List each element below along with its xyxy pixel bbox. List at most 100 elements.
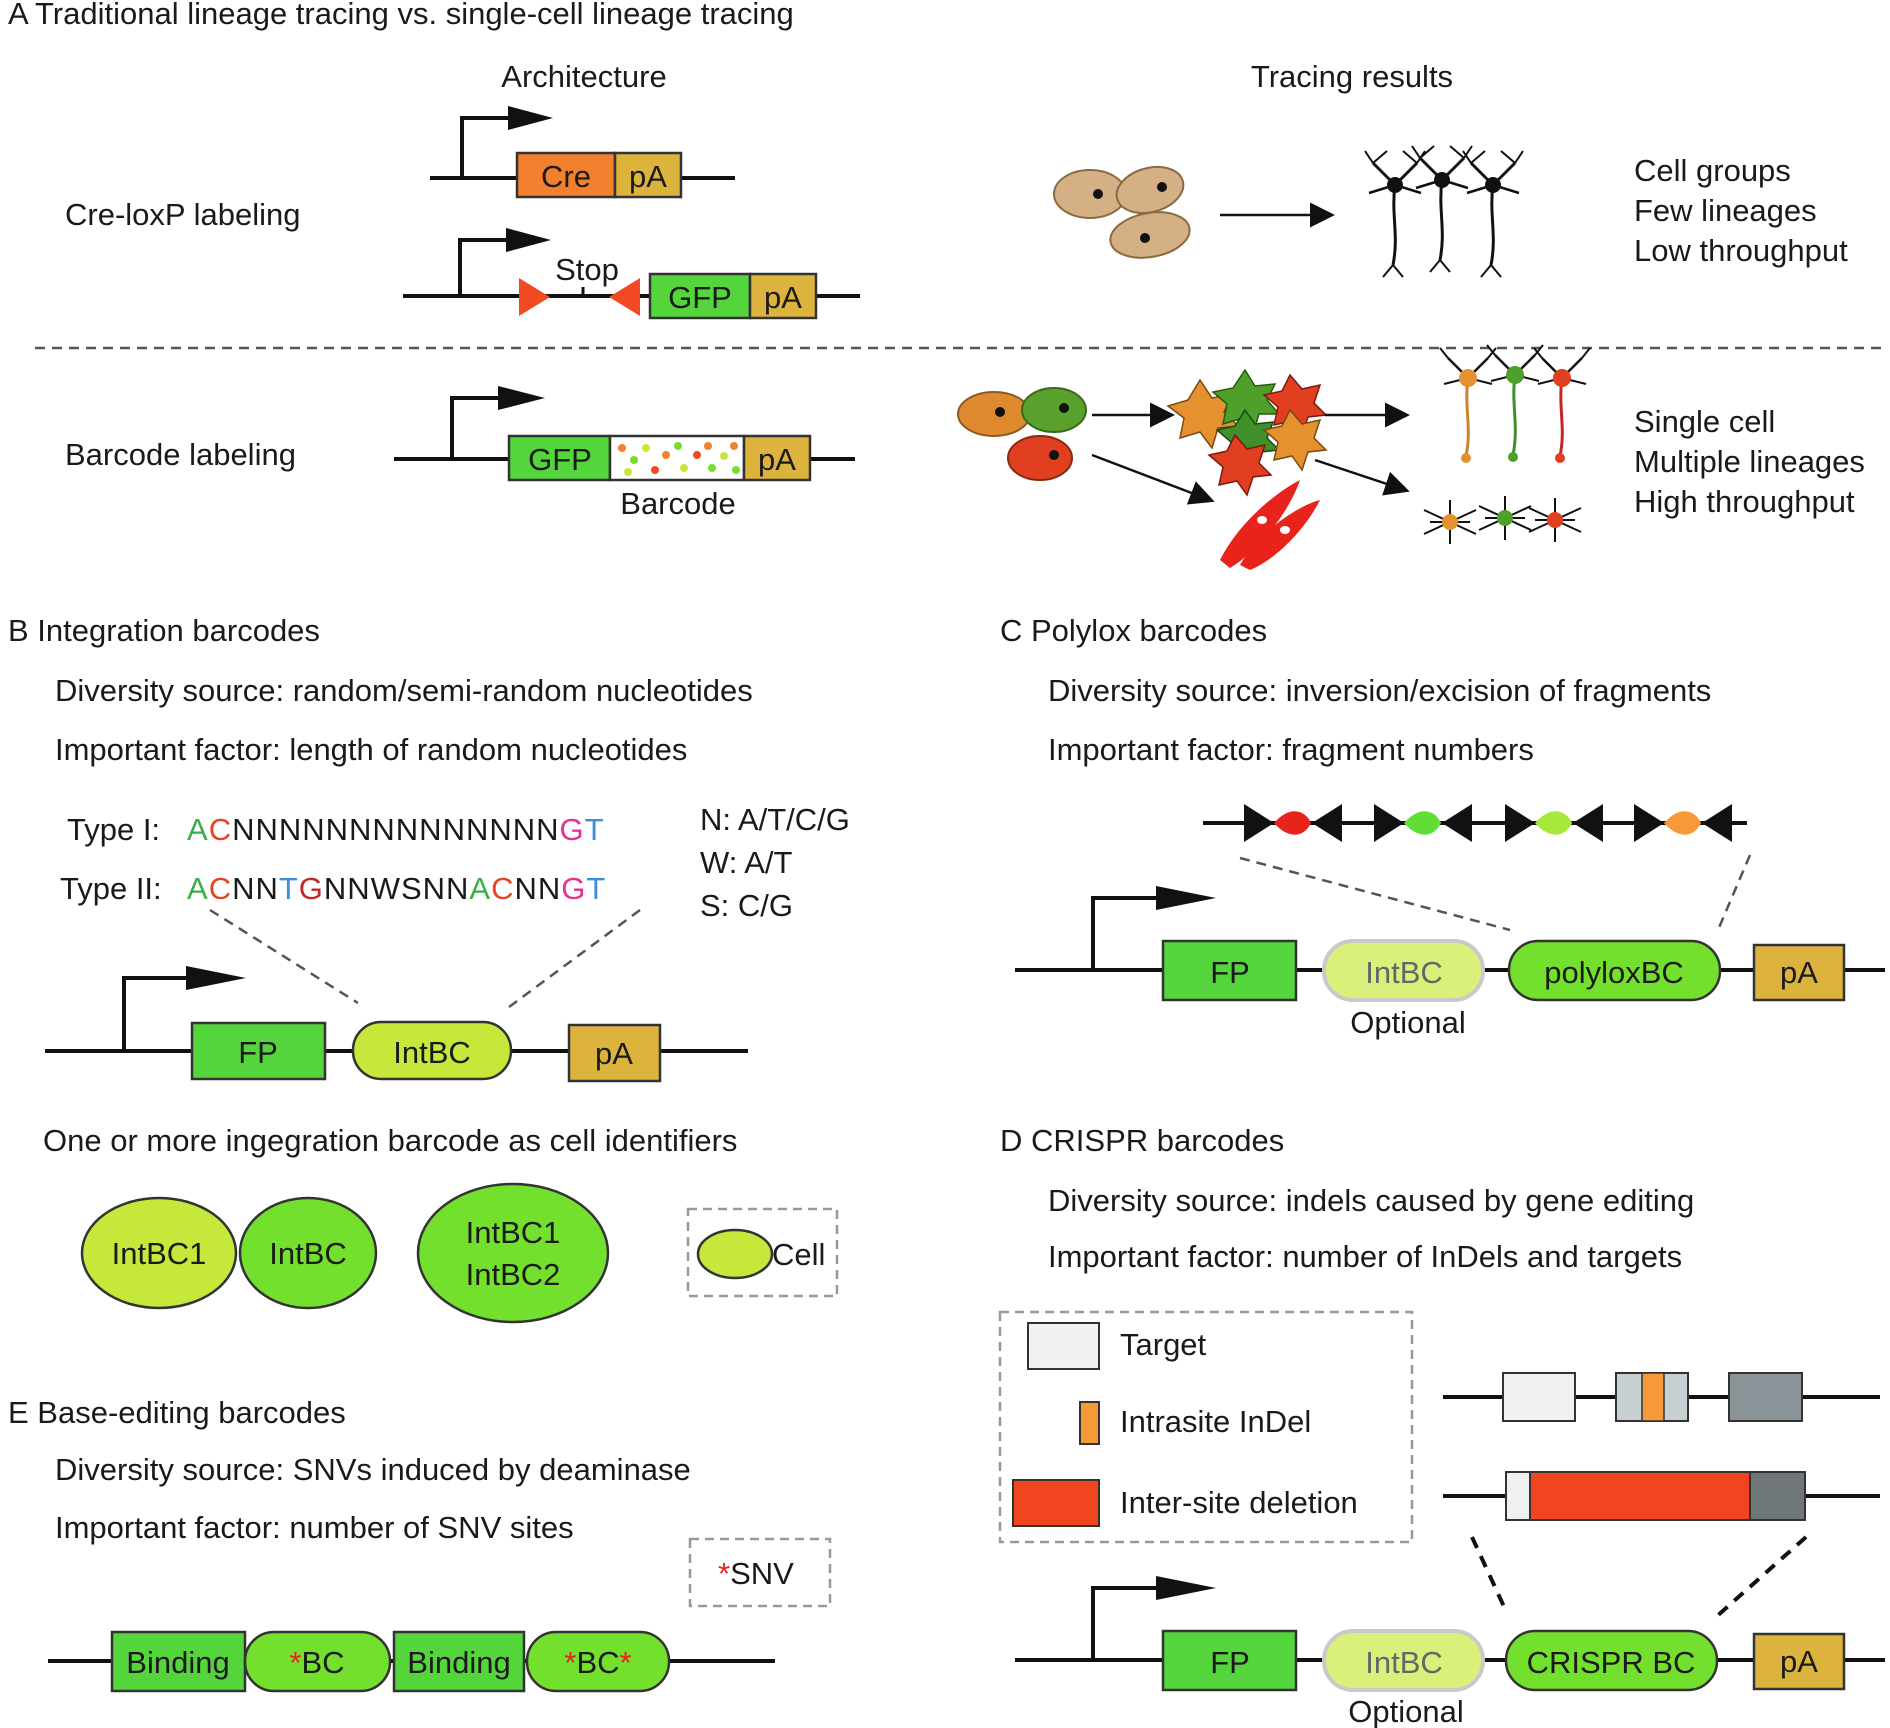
legend-w: W: A/T	[700, 845, 793, 880]
neurons-colored	[1439, 344, 1591, 463]
gfp-box-label: GFP	[668, 280, 732, 315]
fragment-icon	[1404, 811, 1441, 835]
promoter-arrow-icon	[460, 116, 512, 178]
panel-e-title: E Base-editing barcodes	[8, 1395, 346, 1430]
astrocyte-icon	[1478, 496, 1532, 540]
zoom-line	[1470, 1536, 1508, 1612]
cell-legend-label: Cell	[772, 1237, 825, 1272]
fp-box-label: FP	[1210, 955, 1250, 990]
target-site	[1505, 1471, 1531, 1521]
promoter-arrow-icon	[458, 238, 510, 296]
cell-icon	[1262, 408, 1328, 472]
cell-icon	[1240, 500, 1320, 570]
fragment-icon	[1535, 811, 1572, 835]
cell-icon	[696, 1228, 774, 1280]
crispr-bc-box	[1504, 1629, 1719, 1692]
intbc-optional-label: IntBC	[1365, 955, 1443, 990]
neuron-icon	[1533, 347, 1591, 463]
polylox-box-label: polyloxBC	[1544, 955, 1684, 990]
target-site	[1502, 1372, 1576, 1422]
crispr-bc-box-label: CRISPR BC	[1527, 1645, 1696, 1680]
panel-b-diversity: Diversity source: random/semi-random nuc…	[55, 673, 753, 708]
intbc-box	[351, 1020, 513, 1081]
cell-icon	[416, 1182, 610, 1324]
type1-sequence: ACNNNNNNNNNNNNNNGT	[187, 812, 605, 847]
loxp-site-icon	[1702, 804, 1732, 842]
type2-sequence: ACNNTGNNWSNNACNNGT	[187, 871, 606, 906]
identifiers-caption: One or more ingegration barcode as cell …	[43, 1123, 737, 1158]
binding-box-label: Binding	[407, 1645, 510, 1680]
cre-loxp-label: Cre-loxP labeling	[65, 197, 301, 232]
base-editing-construct: Binding *BC Binding *BC*	[48, 1630, 775, 1693]
cell-icon	[1021, 387, 1087, 433]
legend-target-label: Target	[1120, 1327, 1207, 1362]
pa-box-label: pA	[1780, 955, 1818, 990]
nucleotide-run: T	[279, 871, 299, 906]
loxp-site-icon	[1573, 804, 1603, 842]
crispr-target-array-1	[1443, 1372, 1880, 1422]
promoter-arrow-icon	[122, 976, 190, 1051]
result-multiple-lineages: Multiple lineages	[1634, 444, 1865, 479]
nucleotide-run: A	[187, 871, 209, 906]
panel-d-diversity: Diversity source: indels caused by gene …	[1048, 1183, 1694, 1218]
pa-box	[613, 151, 683, 199]
neurons-black	[1363, 144, 1525, 279]
astrocyte-icon	[1528, 498, 1582, 542]
nucleotide-run: NNNNNNNNNNNNNN	[232, 812, 559, 847]
fragment-icon	[1664, 811, 1701, 835]
loxp-site-icon	[1312, 804, 1342, 842]
cell-icon	[238, 1196, 378, 1310]
optional-label: Optional	[1348, 1694, 1463, 1728]
promoter-arrow-icon	[1091, 896, 1160, 970]
legend-s: S: C/G	[700, 888, 793, 923]
panel-a-title: A Traditional lineage tracing vs. single…	[8, 0, 794, 31]
star-cells	[1166, 368, 1328, 497]
cell-icon	[1207, 433, 1273, 497]
intbc-optional-box	[1322, 939, 1485, 1002]
fragment-icon	[1274, 811, 1311, 835]
intbc-box-label: IntBC	[393, 1035, 471, 1070]
cell-intbc1-label: IntBC1	[112, 1236, 207, 1271]
snv-star: *	[718, 1556, 730, 1591]
panel-c-factor: Important factor: fragment numbers	[1048, 732, 1534, 767]
loxp-site-icon	[1374, 804, 1404, 842]
pa-box	[567, 1023, 662, 1083]
panel-c-title: C Polylox barcodes	[1000, 613, 1267, 648]
loxp-gfp-construct: Stop GFP pA	[403, 228, 860, 320]
barcode-labeling-label: Barcode labeling	[65, 437, 296, 472]
loxp-site-icon	[1505, 804, 1535, 842]
nucleotide-run: G	[560, 812, 585, 847]
cell-examples: IntBC1 IntBC IntBC1 IntBC2	[80, 1182, 610, 1324]
cell-icon	[1220, 480, 1300, 568]
bc-box-label: *BC	[289, 1645, 344, 1680]
cell-icon	[1109, 211, 1191, 259]
intbc-optional-box	[1322, 1629, 1485, 1692]
result-single-cell: Single cell	[1634, 404, 1775, 439]
target-site	[1749, 1471, 1806, 1521]
cell-intbc2-line: IntBC2	[466, 1257, 561, 1292]
intrasite-indel	[1641, 1372, 1665, 1422]
barcode-caption: Barcode	[620, 486, 735, 521]
promoter-arrow-icon	[1091, 1586, 1160, 1660]
polylox-construct: FP IntBC polyloxBC pA Optional	[1015, 886, 1885, 1040]
loxp-site-icon	[609, 278, 640, 316]
gfp-box	[507, 434, 612, 482]
result-few-lineages: Few lineages	[1634, 193, 1817, 228]
panel-b-factor: Important factor: length of random nucle…	[55, 732, 687, 767]
pa-box	[748, 272, 818, 320]
target-site	[1728, 1372, 1803, 1422]
type2-label: Type II:	[60, 871, 162, 906]
loxp-site-icon	[519, 278, 550, 316]
legend-intrasite-label: Intrasite InDel	[1120, 1404, 1311, 1439]
pa-box	[742, 434, 812, 482]
neuron-icon	[1486, 344, 1544, 462]
promoter-arrow-icon	[450, 396, 502, 459]
nucleotide-run: G	[299, 871, 324, 906]
bc-box	[243, 1630, 392, 1693]
panel-d-title: D CRISPR barcodes	[1000, 1123, 1284, 1158]
polylox-array	[1203, 804, 1747, 842]
cell-icon	[1007, 435, 1073, 481]
panel-e-diversity: Diversity source: SNVs induced by deamin…	[55, 1452, 691, 1487]
fp-box-label: FP	[238, 1035, 278, 1070]
nucleotide-run: C	[491, 871, 514, 906]
